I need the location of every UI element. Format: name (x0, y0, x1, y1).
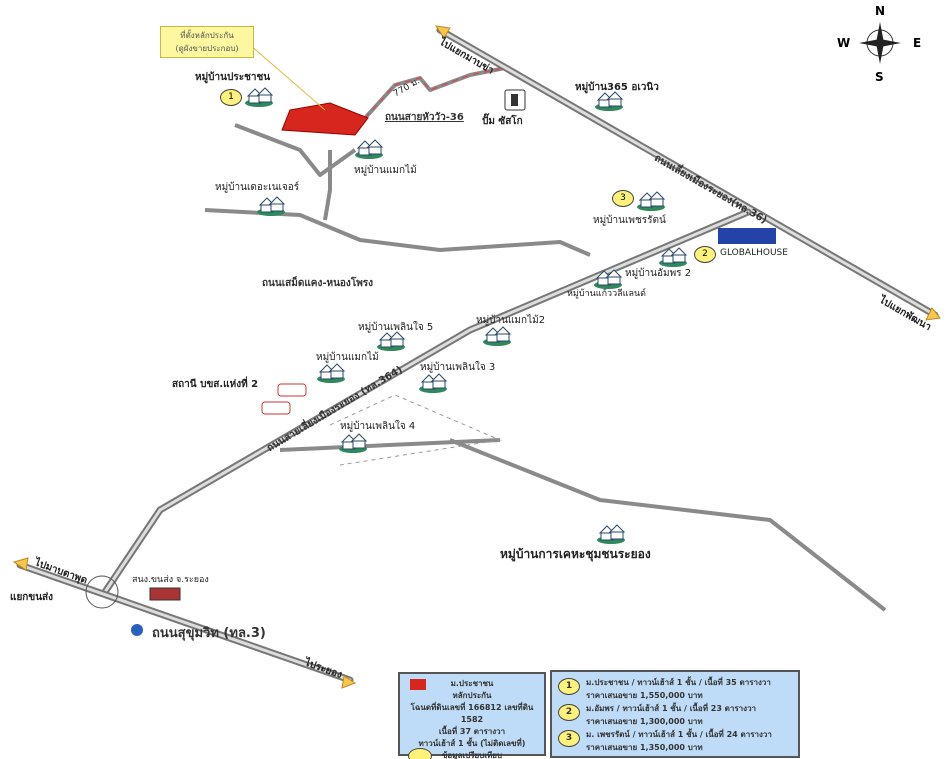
comparison-swatch (408, 748, 432, 759)
place-makmai-b: หมู่บ้านแมกไม้ (316, 352, 379, 363)
road-east-south (449, 438, 887, 612)
house-icon (244, 87, 274, 108)
plot-boundary (329, 394, 502, 466)
arrow-icon (434, 25, 451, 39)
compass-icon (859, 22, 901, 64)
place-makmai2: หมู่บ้านแมกไม้2 (476, 315, 546, 326)
place-prachachon: หมู่บ้านประชาชน (195, 72, 271, 83)
arrow-icon (12, 557, 29, 571)
compass-n: N (875, 4, 886, 18)
road-samaedkhaeng (204, 208, 591, 257)
house-icon (256, 196, 286, 217)
legend-subject: ม.ประชาชน หลักประกัน โฉนดที่ดินเลขที่ 16… (398, 672, 546, 759)
house-icon (636, 191, 666, 212)
house-icon (658, 247, 688, 268)
road-branch (323, 150, 332, 221)
house-icon (594, 91, 624, 112)
place-ploenjai4: หมู่บ้านเพลินใจ 4 (340, 421, 416, 432)
marker-1: 1 (220, 89, 242, 106)
house-icon (482, 326, 512, 347)
compass-s: S (875, 70, 884, 84)
ptt-icon (131, 624, 143, 636)
road-pleonjai (279, 438, 501, 452)
arrow-icon (925, 307, 941, 321)
place-nature: หมู่บ้านเดอะเนเจอร์ (215, 182, 300, 193)
subject-swatch (410, 679, 426, 690)
house-icon (338, 433, 368, 454)
marker-3: 3 (612, 190, 634, 207)
subject-callout: ที่ตั้งหลักประกัน(ดูผังขายประกอบ) (160, 26, 254, 58)
house-icon (596, 524, 626, 545)
house-icon (354, 139, 384, 160)
place-transport-office: สนง.ขนส่ง จ.ระยอง (132, 575, 209, 585)
place-bus-station: สถานี บขส.แห่งที่ 2 (172, 379, 259, 390)
globalhouse-building (718, 228, 776, 244)
place-makmai: หมู่บ้านแมกไม้ (354, 165, 417, 176)
place-ploenjai5: หมู่บ้านเพลินใจ 5 (358, 322, 434, 333)
junction-circle (85, 575, 119, 609)
marker-2: 2 (694, 246, 716, 263)
road-dashed (364, 67, 506, 119)
place-avenue365: หมู่บ้าน365 อเวนิว (575, 82, 659, 93)
junction-label: แยกขนส่ง (10, 592, 54, 603)
subject-property (281, 102, 369, 136)
house-icon (376, 331, 406, 352)
road-label-samaedkhaeng: ถนนเสม็ดแคง-หนองโพรง (262, 278, 374, 289)
place-amporn: หมู่บ้านอัมพร 2 (625, 268, 692, 279)
place-globalhouse: GLOBALHOUSE (720, 248, 788, 258)
bus-icon (277, 383, 307, 397)
place-ploenjai3: หมู่บ้านเพลินใจ 3 (420, 362, 496, 373)
compass-e: E (913, 36, 922, 50)
place-kheha: หมู่บ้านการเคหะชุมชนระยอง (500, 547, 651, 561)
road-huawua (234, 123, 357, 177)
road-label-sukhumvit: ถนนสุขุมวิท (ทล.3) (152, 626, 266, 641)
house-icon (593, 269, 623, 290)
compass-w: W (837, 36, 851, 50)
office-icon (149, 587, 181, 601)
road-label-huawua: ถนนสายหัววัว-36 (385, 112, 464, 123)
house-icon (418, 373, 448, 394)
place-kaewwalee: หมู่บ้านแก้ววลีแลนด์ (567, 289, 646, 299)
arrow-icon (341, 675, 357, 689)
house-icon (316, 363, 346, 384)
bus-icon (261, 401, 291, 415)
place-petcharat: หมู่บ้านเพชรรัตน์ (593, 215, 666, 226)
place-gas-station: ปั๊ม ซัสโก (482, 116, 523, 127)
